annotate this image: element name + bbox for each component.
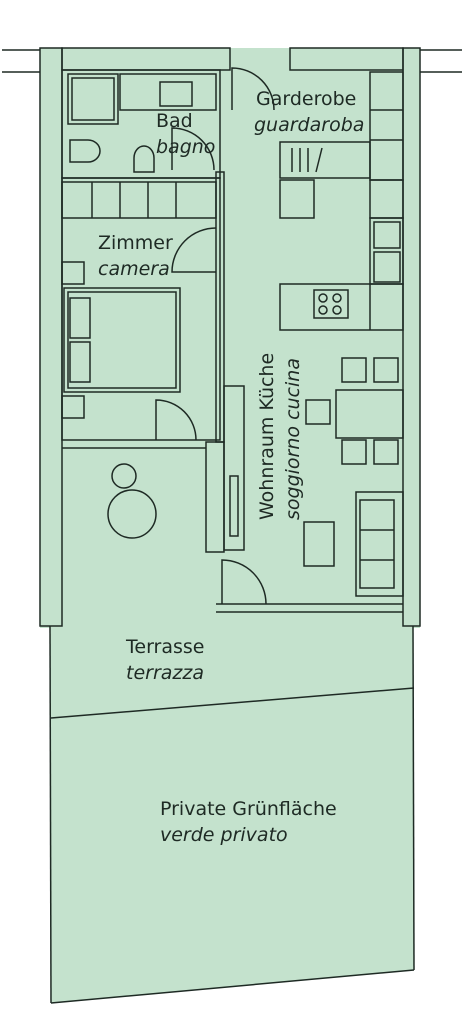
garden-divider	[50, 687, 415, 719]
chair	[341, 357, 367, 383]
pillow	[69, 341, 91, 383]
round-table	[107, 489, 157, 539]
terrace-left-edge	[49, 625, 52, 1004]
terrasse-label: Terrasse	[126, 636, 205, 658]
pillow	[69, 297, 91, 339]
guardaroba-label: guardaroba	[254, 114, 365, 136]
east-wall	[402, 47, 421, 627]
north-wall-right	[289, 47, 404, 71]
plant	[111, 463, 137, 489]
wardrobe-row	[61, 181, 217, 219]
tv	[229, 475, 239, 537]
garden-area	[50, 625, 414, 1003]
sofa	[355, 491, 404, 597]
shower-inner	[71, 77, 115, 121]
bagno-label: bagno	[156, 136, 216, 158]
terrazza-label: terrazza	[126, 662, 204, 684]
sofa-seat	[359, 499, 395, 589]
zimmer-label: Zimmer	[98, 232, 173, 254]
burner	[332, 293, 342, 303]
chair	[373, 357, 399, 383]
entrance-door	[231, 67, 275, 111]
bidet	[133, 145, 155, 173]
chair	[305, 399, 331, 425]
burner	[332, 305, 342, 315]
wohnraum-kueche-label: Wohnraum Küche	[256, 352, 278, 520]
bed-frame	[67, 291, 177, 389]
bedroom-wall	[61, 177, 221, 441]
bad-label: Bad	[156, 110, 193, 132]
garden-edge	[50, 969, 415, 1004]
toilet	[69, 139, 101, 163]
nightstand	[61, 395, 85, 419]
armchair	[303, 521, 335, 567]
dining-table	[335, 389, 404, 439]
fridge	[279, 179, 315, 219]
double-bed	[63, 287, 181, 393]
burner	[318, 293, 328, 303]
chair	[373, 439, 399, 465]
garderobe-label: Garderobe	[256, 88, 357, 110]
bathroom-door	[171, 127, 215, 171]
plan-lines	[2, 47, 462, 1004]
burner	[318, 305, 328, 315]
chair	[341, 439, 367, 465]
verde-privato-label: verde privato	[160, 824, 288, 846]
terrace-door	[221, 559, 267, 605]
shower-tray	[67, 73, 119, 125]
private-gruenflaeche-label: Private Grünfläche	[160, 798, 337, 820]
partition	[205, 441, 225, 553]
washbasin	[159, 81, 193, 107]
soggiorno-cucina-label: soggiorno cucina	[282, 358, 304, 520]
bath-counter	[119, 73, 217, 111]
nightstand	[61, 261, 85, 285]
cooktop	[313, 289, 349, 319]
dish-rack	[373, 221, 401, 249]
bedroom-exit-door	[155, 399, 197, 441]
bedroom-door	[171, 227, 217, 273]
garden-right-edge	[412, 625, 415, 971]
hanger	[315, 147, 323, 173]
camera-label: camera	[98, 258, 170, 280]
kitchen-counter	[279, 283, 404, 331]
sink	[373, 251, 401, 283]
